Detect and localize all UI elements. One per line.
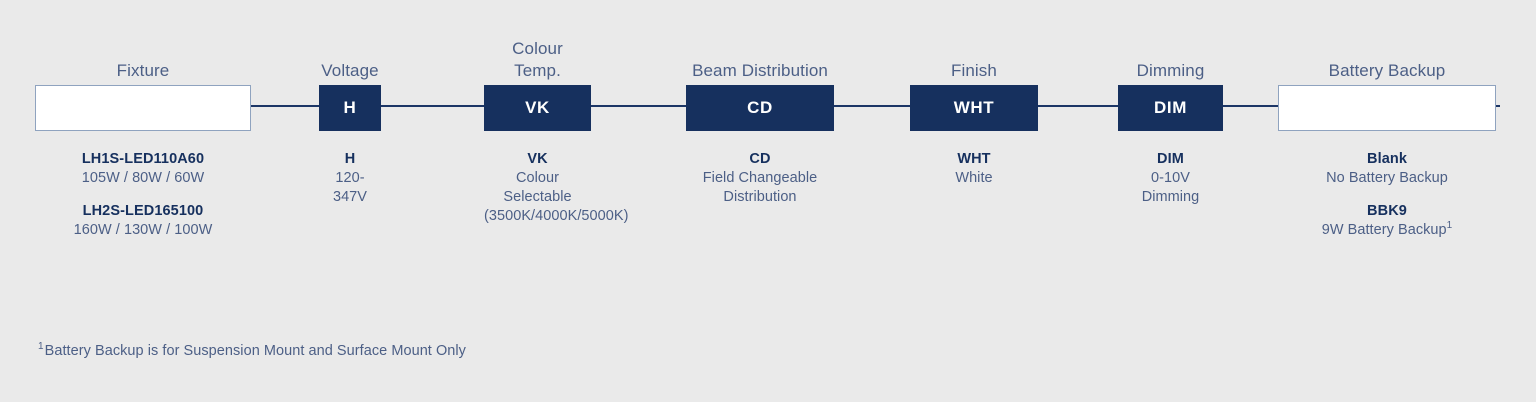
code-box-colour-temp[interactable]: VK xyxy=(484,85,591,131)
option-description: 9W Battery Backup1 xyxy=(1278,221,1496,240)
option-code: LH1S-LED110A60 xyxy=(81,151,205,167)
option-group: BBK9 9W Battery Backup1 xyxy=(1278,202,1496,240)
code-box-fixture[interactable] xyxy=(35,85,251,131)
option-description: 105W / 80W / 60W xyxy=(81,170,205,186)
option-description: Colour Selectable (3500K/4000K/5000K) xyxy=(484,170,629,224)
box-slot-finish: WHT xyxy=(910,84,1038,132)
option-group: VK Colour Selectable (3500K/4000K/5000K) xyxy=(484,150,629,226)
option-group: CD Field Changeable Distribution xyxy=(686,150,834,207)
column-header-colour-temp: Colour Temp. xyxy=(512,39,563,80)
option-group: LH2S-LED165100 160W / 130W / 100W xyxy=(35,202,251,240)
column-header-battery-backup: Battery Backup xyxy=(1328,61,1446,80)
option-group: DIM 0-10V Dimming xyxy=(1118,150,1223,207)
code-box-dimming[interactable]: DIM xyxy=(1118,85,1223,131)
box-slot-beam-distribution: CD xyxy=(686,84,834,132)
option-code: CD xyxy=(749,151,771,167)
option-description: 120-347V xyxy=(332,170,368,205)
option-code: WHT xyxy=(957,151,991,167)
box-slot-colour-temp: VK xyxy=(484,84,591,132)
option-description-footnote-marker: 1 xyxy=(1446,220,1453,232)
options-beam-distribution: CD Field Changeable Distribution xyxy=(686,150,834,207)
options-voltage: H 120-347V xyxy=(319,150,381,207)
options-fixture: LH1S-LED110A60 105W / 80W / 60W LH2S-LED16… xyxy=(35,150,251,240)
option-description-text: 9W Battery Backup xyxy=(1321,222,1447,238)
option-description: White xyxy=(955,170,993,186)
code-box-voltage[interactable]: H xyxy=(319,85,381,131)
option-description: No Battery Backup xyxy=(1326,170,1448,186)
option-description: 160W / 130W / 100W xyxy=(73,222,213,238)
option-group: WHT White xyxy=(910,150,1038,188)
option-code: Blank xyxy=(1367,151,1407,167)
option-code: LH2S-LED165100 xyxy=(82,203,204,219)
footnote-text: Battery Backup is for Suspension Mount a… xyxy=(44,343,466,359)
option-group: Blank No Battery Backup xyxy=(1278,150,1496,188)
option-group: H 120-347V xyxy=(319,150,381,207)
option-code: BBK9 xyxy=(1367,203,1407,219)
footnote-marker: 1 xyxy=(38,341,44,353)
options-dimming: DIM 0-10V Dimming xyxy=(1118,150,1223,207)
option-code: VK xyxy=(527,151,548,167)
column-header-fixture: Fixture xyxy=(116,61,170,80)
option-description: Field Changeable Distribution xyxy=(702,170,818,205)
column-header-voltage: Voltage xyxy=(321,61,379,80)
column-header-dimming: Dimming xyxy=(1136,61,1205,80)
option-group: LH1S-LED110A60 105W / 80W / 60W xyxy=(35,150,251,188)
options-colour-temp: VK Colour Selectable (3500K/4000K/5000K) xyxy=(484,150,629,226)
column-colour-temp: Colour Temp. VK VK Colour Selectable (3500K… xyxy=(484,36,629,226)
column-header-beam-distribution: Beam Distribution xyxy=(692,61,828,80)
footnote: 1Battery Backup is for Suspension Mount … xyxy=(38,341,466,359)
options-finish: WHT White xyxy=(910,150,1038,188)
column-header-finish: Finish xyxy=(951,61,997,80)
box-slot-fixture xyxy=(35,84,251,132)
box-slot-dimming: DIM xyxy=(1118,84,1223,132)
box-slot-battery-backup xyxy=(1278,84,1496,132)
option-code: H xyxy=(344,151,356,167)
code-box-finish[interactable]: WHT xyxy=(910,85,1038,131)
box-slot-voltage: H xyxy=(319,84,381,132)
code-box-beam-distribution[interactable]: CD xyxy=(686,85,834,131)
option-description: 0-10V Dimming xyxy=(1141,170,1200,205)
option-code: DIM xyxy=(1157,151,1184,167)
code-box-battery-backup[interactable] xyxy=(1278,85,1496,131)
